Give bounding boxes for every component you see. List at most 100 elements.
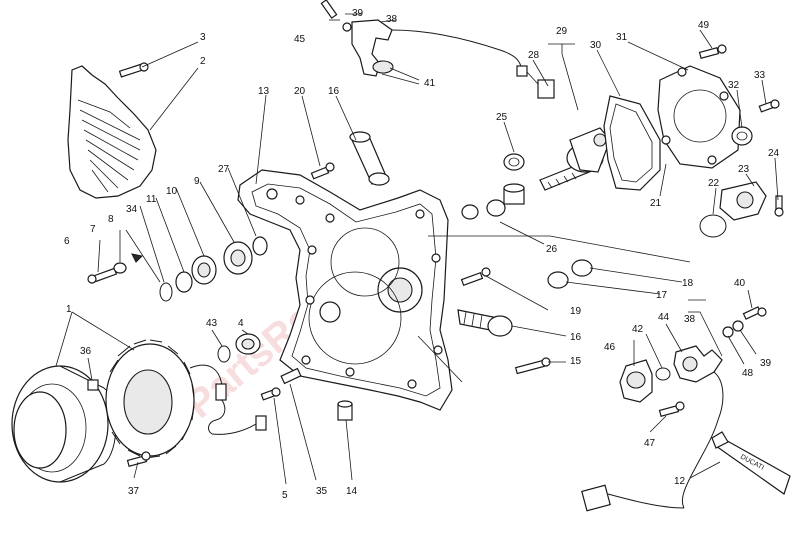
callout-38-right: 38 xyxy=(684,314,696,325)
sensor-46 xyxy=(619,359,653,403)
callout-27: 27 xyxy=(218,164,230,175)
callout-7: 7 xyxy=(90,224,96,235)
gasket-30 xyxy=(603,95,661,191)
washer-39b xyxy=(732,320,744,332)
callout-33: 33 xyxy=(754,70,766,81)
pump-shaft xyxy=(539,127,611,191)
callout-10: 10 xyxy=(166,186,178,197)
callout-18: 18 xyxy=(682,278,694,289)
seal-25 xyxy=(503,153,525,171)
callout-38-top: 38 xyxy=(386,14,398,25)
callout-numbers: 1 2 3 4 5 6 7 8 9 10 11 12 13 14 15 16 1… xyxy=(64,8,780,501)
callout-36: 36 xyxy=(80,346,92,357)
bearing-4 xyxy=(235,333,261,355)
screw-20 xyxy=(310,162,335,180)
callout-1: 1 xyxy=(66,304,72,315)
callout-3: 3 xyxy=(200,32,206,43)
bearing-10 xyxy=(191,255,217,285)
callout-16-mid: 16 xyxy=(570,332,582,343)
clip-35 xyxy=(280,367,302,385)
callout-23: 23 xyxy=(738,164,750,175)
callout-30: 30 xyxy=(590,40,602,51)
stator xyxy=(105,339,267,459)
fitting-16-top xyxy=(349,131,390,186)
fitting-16-mid xyxy=(457,309,513,337)
callout-11: 11 xyxy=(146,194,157,205)
ring-11 xyxy=(175,271,193,293)
callout-35: 35 xyxy=(316,486,328,497)
callout-13: 13 xyxy=(258,86,270,97)
bearing-9 xyxy=(223,241,253,275)
callout-9: 9 xyxy=(194,176,200,187)
callout-21: 21 xyxy=(650,198,662,209)
screw-49 xyxy=(698,44,727,59)
callout-4: 4 xyxy=(238,318,244,329)
plug-32 xyxy=(731,126,753,146)
callout-22: 22 xyxy=(708,178,720,189)
callout-15: 15 xyxy=(570,356,582,367)
oring-42 xyxy=(655,367,671,381)
callout-6: 6 xyxy=(64,236,70,247)
callout-48: 48 xyxy=(742,368,754,379)
screw-3 xyxy=(118,62,149,78)
sensor-top xyxy=(320,0,555,99)
callout-20: 20 xyxy=(294,86,306,97)
callout-44: 44 xyxy=(658,312,670,323)
leader-lines xyxy=(55,13,779,485)
bush-18 xyxy=(571,259,593,277)
dowel-14 xyxy=(337,400,353,421)
callout-26: 26 xyxy=(546,244,558,255)
washer-27 xyxy=(252,236,268,256)
callout-47: 47 xyxy=(644,438,656,449)
rotor-1 xyxy=(11,365,117,483)
callout-42: 42 xyxy=(632,324,644,335)
callout-8: 8 xyxy=(108,214,114,225)
screw-36 xyxy=(87,379,99,391)
callout-37: 37 xyxy=(128,486,140,497)
pump-cover-31 xyxy=(657,65,741,169)
callout-41: 41 xyxy=(424,78,436,89)
washer-48 xyxy=(722,326,734,338)
seal-26 xyxy=(461,183,525,220)
sealant-tube-12: DUCATI xyxy=(711,431,791,495)
callout-29: 29 xyxy=(556,26,568,37)
bush-17 xyxy=(547,271,569,289)
callout-39-top: 39 xyxy=(352,8,364,19)
callout-40: 40 xyxy=(734,278,746,289)
callout-31: 31 xyxy=(616,32,628,43)
callout-43: 43 xyxy=(206,318,218,329)
elbow-23 xyxy=(719,181,767,221)
callout-45: 45 xyxy=(294,34,306,45)
callout-28: 28 xyxy=(528,50,540,61)
screw-40 xyxy=(742,306,767,320)
callout-25: 25 xyxy=(496,112,508,123)
callout-39-right: 39 xyxy=(760,358,772,369)
sensor-44 xyxy=(581,345,724,512)
screw-47 xyxy=(658,401,685,417)
callout-49: 49 xyxy=(698,20,710,31)
callout-12: 12 xyxy=(674,476,686,487)
callout-34: 34 xyxy=(126,204,138,215)
screw-15 xyxy=(514,357,551,375)
oring-22 xyxy=(699,214,727,238)
screw-33 xyxy=(758,99,780,113)
callout-32: 32 xyxy=(728,80,740,91)
sprocket-cover xyxy=(67,65,157,199)
circlip-34 xyxy=(159,282,173,302)
washer-7 xyxy=(113,262,127,274)
callout-24: 24 xyxy=(768,148,780,159)
callout-2: 2 xyxy=(200,56,206,67)
callout-16-top: 16 xyxy=(328,86,340,97)
screw-5 xyxy=(260,387,281,401)
callout-17: 17 xyxy=(656,290,668,301)
screw-6 xyxy=(87,267,118,284)
circlip-43 xyxy=(217,345,231,363)
callout-5: 5 xyxy=(282,490,288,501)
arrow-8 xyxy=(131,253,144,263)
callout-19: 19 xyxy=(570,306,582,317)
screw-19 xyxy=(460,267,491,287)
callout-14: 14 xyxy=(346,486,358,497)
engine-side-cover xyxy=(237,169,453,411)
callout-46: 46 xyxy=(604,342,616,353)
